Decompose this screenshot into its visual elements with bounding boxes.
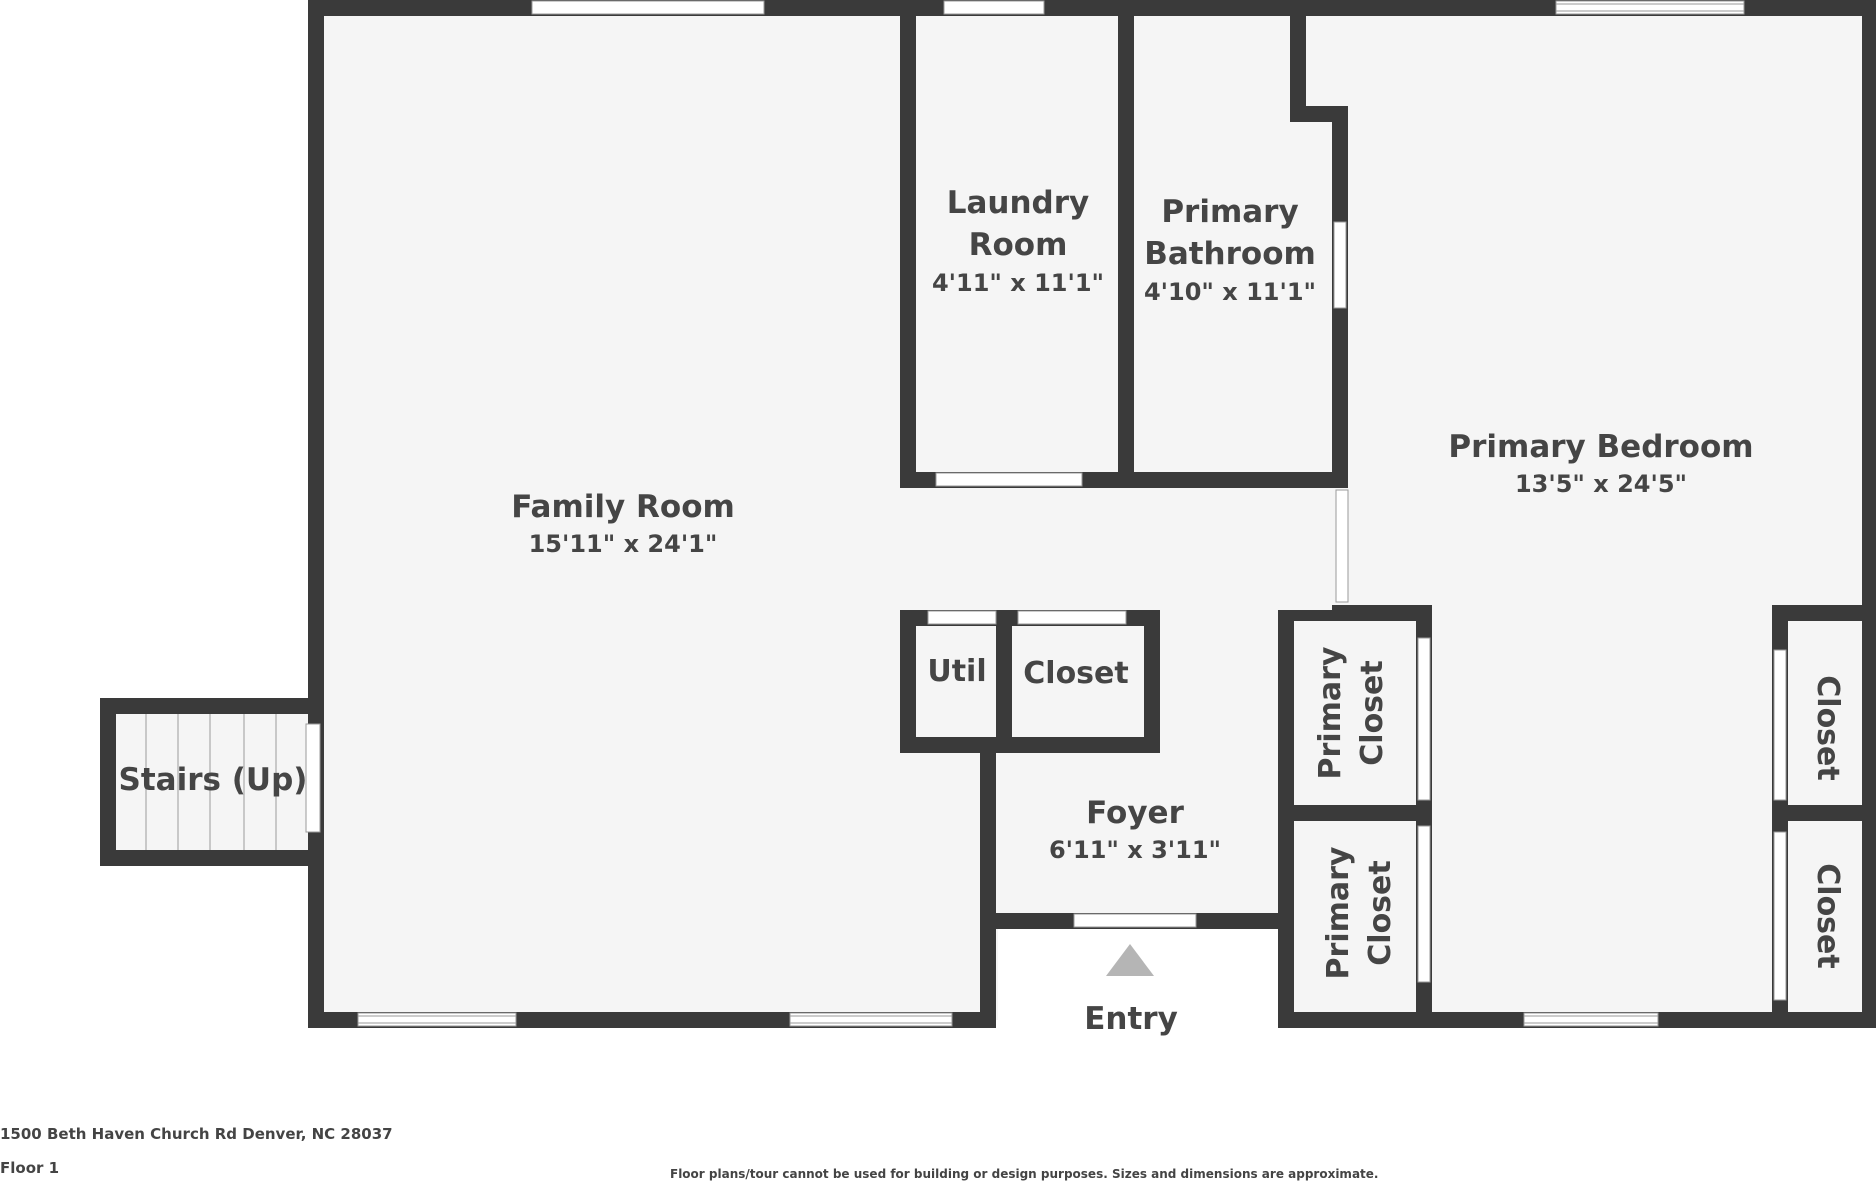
family-room-dims: 15'11" x 24'1" <box>529 530 718 558</box>
laundry-room-dims: 4'11" x 11'1" <box>932 269 1104 297</box>
primary-bedroom-dims: 13'5" x 24'5" <box>1515 470 1687 498</box>
foyer-label: Foyer <box>1086 795 1184 831</box>
disclaimer-text: Floor plans/tour cannot be used for buil… <box>670 1167 1379 1181</box>
family-room-label: Family Room <box>511 489 735 525</box>
address-text: 1500 Beth Haven Church Rd Denver, NC 280… <box>0 1125 393 1143</box>
util-label: Util <box>927 654 986 689</box>
entry-arrow-icon <box>1106 944 1154 976</box>
primary-bathroom-dims: 4'10" x 11'1" <box>1144 278 1316 306</box>
windows <box>305 0 1787 1027</box>
entry-label: Entry <box>1084 1001 1178 1037</box>
closet-right-1-label: Closet <box>1810 675 1845 780</box>
stair-treads <box>145 712 277 850</box>
primary-bathroom-label-1: Primary <box>1161 194 1298 230</box>
laundry-room-label-1: Laundry <box>947 185 1090 221</box>
primary-closet-1-label-1: Primary <box>1313 646 1348 779</box>
foyer-dims: 6'11" x 3'11" <box>1049 836 1221 864</box>
hall-opening <box>916 488 1332 610</box>
floor-label: Floor 1 <box>0 1159 60 1177</box>
closet-label: Closet <box>1023 656 1128 691</box>
primary-closet-1-label-2: Closet <box>1355 660 1390 765</box>
laundry-room-label-2: Room <box>969 227 1068 263</box>
entry-area <box>998 928 1280 1028</box>
primary-closet-2-label-1: Primary <box>1321 846 1356 979</box>
closet-right-2-label: Closet <box>1810 863 1845 968</box>
stairs-label: Stairs (Up) <box>119 762 308 798</box>
primary-bathroom-label-2: Bathroom <box>1144 236 1316 272</box>
primary-closet-2-label-2: Closet <box>1363 860 1398 965</box>
primary-bedroom-label: Primary Bedroom <box>1448 429 1753 465</box>
